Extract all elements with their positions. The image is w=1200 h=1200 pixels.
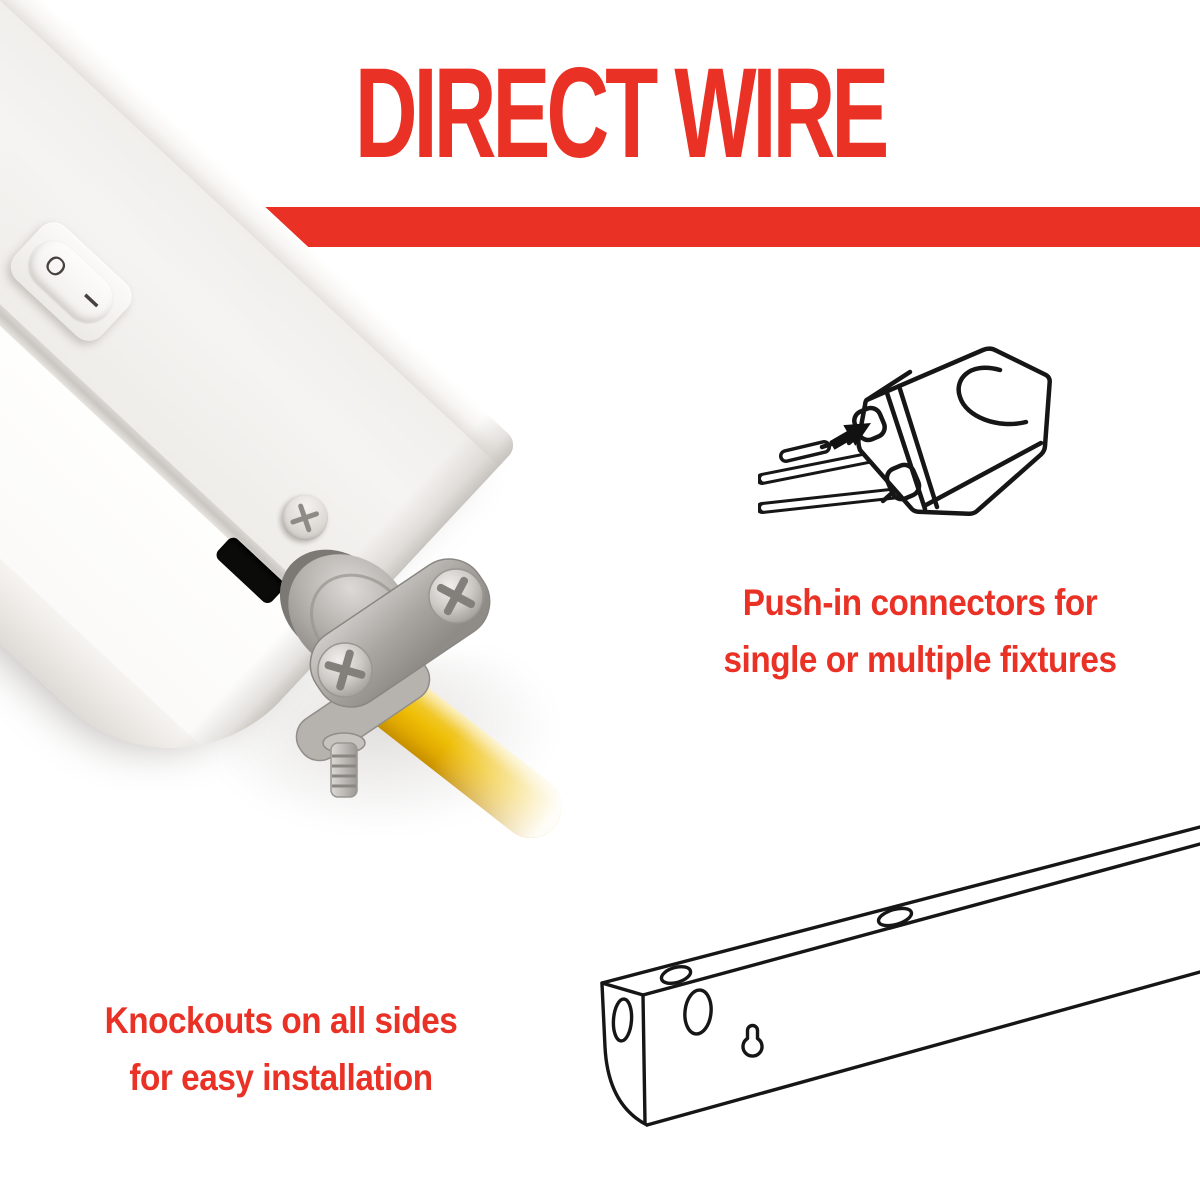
knockout-hole-end — [611, 997, 634, 1043]
knockouts-caption: Knockouts on all sides for easy installa… — [105, 992, 458, 1106]
knockouts-caption-line-2: for easy installation — [129, 1057, 433, 1098]
wire-port-lower — [880, 462, 922, 504]
switch-on-mark: I — [78, 288, 104, 312]
push-in-caption-line-1: Push-in connectors for — [742, 582, 1098, 623]
housing-outline — [600, 825, 1200, 1127]
push-in-caption-line-2: single or multiple fixtures — [723, 639, 1117, 680]
connector-band-edges — [864, 369, 1044, 512]
housing-fill — [602, 827, 1200, 1125]
finger-groove — [956, 365, 1029, 427]
switch-off-mark: O — [38, 248, 74, 284]
insert-arrow-icon — [829, 423, 871, 450]
cable-clamp — [279, 549, 491, 798]
knockout-hole-front — [683, 988, 713, 1036]
knockout-hole-top-1 — [659, 964, 693, 986]
clamp-screw-lower-cross — [324, 649, 366, 691]
push-in-caption: Push-in connectors for single or multipl… — [723, 574, 1117, 688]
knockouts-caption-line-1: Knockouts on all sides — [104, 1000, 458, 1041]
fixture-housing-illustration — [600, 825, 1200, 1127]
push-in-connector-illustration — [758, 346, 1052, 516]
keyhole-slot — [741, 1023, 764, 1058]
clamp-screw-upper-cross — [436, 576, 476, 616]
clamp-bolt-shaft — [330, 742, 358, 798]
knockout-hole-top-2 — [876, 906, 914, 928]
clamp-bolt-threads — [332, 754, 356, 788]
page-title: DIRECT WIRE — [354, 42, 890, 185]
